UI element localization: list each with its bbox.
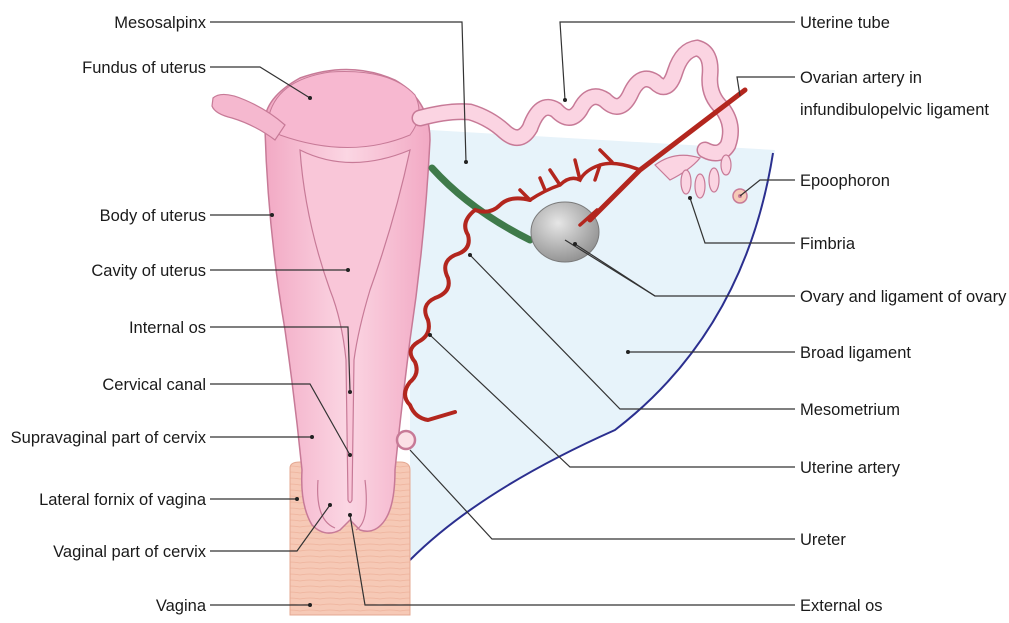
label-cervical-canal: Cervical canal (102, 376, 206, 394)
label-fimbria: Fimbria (800, 235, 856, 253)
label-uterine-artery: Uterine artery (800, 459, 901, 477)
label-fundus: Fundus of uterus (82, 59, 206, 77)
label-cavity: Cavity of uterus (91, 262, 206, 280)
label-internal-os: Internal os (129, 319, 206, 337)
label-mesometrium: Mesometrium (800, 401, 900, 419)
label-ovarian-artery-2: infundibulopelvic ligament (800, 101, 989, 119)
label-body: Body of uterus (100, 207, 206, 225)
label-vaginal-part: Vaginal part of cervix (53, 543, 207, 561)
label-ureter: Ureter (800, 531, 846, 549)
label-supravaginal: Supravaginal part of cervix (11, 429, 207, 447)
ureter-shape (397, 431, 415, 449)
label-external-os: External os (800, 597, 883, 615)
label-mesosalpinx: Mesosalpinx (114, 14, 206, 32)
label-lateral-fornix: Lateral fornix of vagina (39, 491, 207, 509)
label-epoophoron: Epoophoron (800, 172, 890, 190)
label-uterine-tube: Uterine tube (800, 14, 890, 32)
label-ovary: Ovary and ligament of ovary (800, 288, 1007, 306)
label-ovarian-artery-1: Ovarian artery in (800, 69, 922, 87)
label-vagina: Vagina (156, 597, 207, 615)
label-broad-ligament: Broad ligament (800, 344, 911, 362)
